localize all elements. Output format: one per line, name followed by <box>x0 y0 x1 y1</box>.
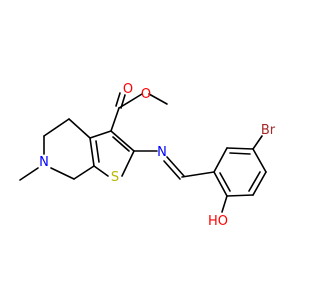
molecule-diagram: O O N N S Br HO <box>19 82 276 229</box>
atom-label-thiophene-s: S <box>111 170 119 185</box>
bond-n6-c7 <box>50 167 75 180</box>
bond-ar1-ar2 <box>213 147 228 173</box>
bond-carbonyl-double-b <box>115 92 121 107</box>
atom-label-carbonyl-o: O <box>123 82 133 97</box>
bond-nimine-ch-inner <box>163 160 181 180</box>
bond-ar6-oh <box>221 195 228 213</box>
bond-carbonyl-double-a <box>120 94 126 109</box>
bond-ar2-ar3 <box>226 147 254 150</box>
bond-ar2-ar3-inner <box>229 152 251 155</box>
bond-c7a-c3a <box>89 137 95 167</box>
bond-n6-methyl <box>19 167 39 181</box>
bond-c7-c7a <box>73 165 95 180</box>
bond-s-c7a <box>93 165 109 177</box>
bond-methyl-oether <box>148 93 168 105</box>
bond-ar4-ar5 <box>252 171 267 196</box>
bond-ch-aryl <box>181 171 215 178</box>
bond-c3-c2 <box>110 130 135 152</box>
bond-ar6-ar1-inner <box>219 172 231 192</box>
bond-c7a-c3a-inner <box>95 140 100 163</box>
structure-drawing: O O N N S Br HO <box>19 82 276 229</box>
bond-ccarbonyl-c3 <box>110 107 120 132</box>
bond-c3a-c4 <box>68 118 91 139</box>
bond-ar4-ar5-inner <box>248 171 261 192</box>
atom-label-bromine: Br <box>261 123 276 138</box>
bond-c4-c5 <box>43 118 70 137</box>
bond-c2-s <box>121 150 135 177</box>
bond-c3a-c3 <box>89 130 112 139</box>
atom-label-ring-n: N <box>39 155 49 170</box>
bond-ar3-br <box>252 135 263 150</box>
bond-ar6-ar1 <box>213 171 228 197</box>
bond-ar5-ar6 <box>226 194 254 197</box>
bond-c3-c2-inner <box>112 136 130 152</box>
bond-ar3-ar4 <box>252 148 267 173</box>
atom-label-hydroxyl: HO <box>208 214 228 229</box>
atom-label-imine-n: N <box>157 145 167 160</box>
atom-labels: O O N N S Br HO <box>39 82 276 229</box>
atom-label-ether-o: O <box>141 87 151 102</box>
bonds <box>19 92 267 213</box>
bond-nimine-ch <box>166 156 185 177</box>
bond-oether-ccarbonyl <box>118 93 143 109</box>
